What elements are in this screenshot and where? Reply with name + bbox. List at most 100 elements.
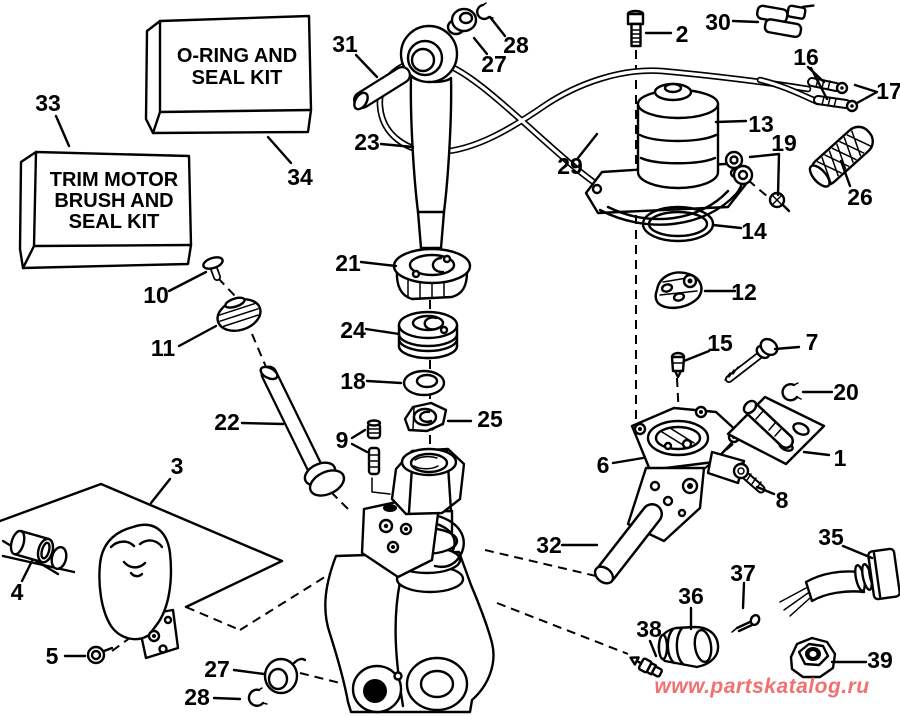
part-19-lever-link bbox=[724, 150, 791, 213]
trim-kit-label-line1: TRIM MOTOR bbox=[50, 169, 179, 191]
svg-text:16: 16 bbox=[793, 44, 819, 70]
callout-19: 19 bbox=[748, 130, 797, 197]
part-39-hex-nut bbox=[789, 636, 837, 679]
svg-text:8: 8 bbox=[776, 487, 789, 513]
part-15-bleed-screw bbox=[670, 351, 686, 379]
part-9-valve-set bbox=[366, 419, 391, 495]
callout-15: 15 bbox=[682, 330, 733, 363]
callout-28-upper: 28 bbox=[488, 15, 529, 58]
svg-text:36: 36 bbox=[678, 583, 704, 609]
part-35-trim-sender bbox=[779, 547, 900, 617]
svg-text:22: 22 bbox=[214, 409, 240, 435]
part-21-cylinder-end-cap bbox=[392, 247, 472, 301]
part-31-pivot-pin bbox=[353, 66, 411, 111]
svg-text:13: 13 bbox=[748, 111, 774, 137]
trim-kit-label-line3: SEAL KIT bbox=[69, 211, 160, 233]
callout-21: 21 bbox=[335, 250, 398, 276]
part-27-shaft-bushing bbox=[446, 7, 478, 36]
oring-kit-label-line1: O-RING AND bbox=[177, 45, 297, 67]
callout-11: 11 bbox=[151, 324, 218, 361]
svg-text:3: 3 bbox=[171, 453, 184, 479]
part-22-pump-rod bbox=[259, 365, 346, 497]
part-30-connector-plug bbox=[755, 4, 815, 39]
callout-24: 24 bbox=[340, 317, 401, 343]
part-cylinder-housing bbox=[324, 447, 495, 714]
svg-text:31: 31 bbox=[332, 31, 358, 57]
callout-34: 34 bbox=[266, 135, 313, 190]
part-13-trim-motor bbox=[584, 82, 748, 226]
callout-14: 14 bbox=[711, 218, 767, 244]
callout-16: 16 bbox=[793, 44, 829, 101]
svg-text:37: 37 bbox=[730, 560, 756, 586]
part-38-sender-pin bbox=[629, 656, 663, 678]
svg-text:33: 33 bbox=[35, 90, 61, 116]
part-4-bushing-set bbox=[1, 529, 76, 576]
callouts: 33 34 31 27 28 23 2 30 16 17 29 13 19 26… bbox=[11, 9, 900, 710]
part-5-cover-screw bbox=[86, 645, 114, 665]
callout-35: 35 bbox=[818, 524, 874, 560]
svg-text:27: 27 bbox=[204, 656, 230, 682]
svg-text:15: 15 bbox=[707, 330, 733, 356]
svg-text:20: 20 bbox=[833, 379, 859, 405]
svg-text:14: 14 bbox=[741, 218, 767, 244]
svg-text:24: 24 bbox=[340, 317, 366, 343]
svg-text:27: 27 bbox=[481, 51, 507, 77]
svg-text:18: 18 bbox=[340, 368, 366, 394]
oring-kit-label-line2: SEAL KIT bbox=[192, 67, 283, 89]
callout-25: 25 bbox=[446, 406, 503, 432]
part-16-wire-terminals bbox=[807, 77, 859, 113]
part-3-reservoir-cover-plate bbox=[0, 482, 284, 609]
part-32-tilt-rod bbox=[593, 503, 663, 585]
svg-text:28: 28 bbox=[184, 684, 210, 710]
svg-text:26: 26 bbox=[847, 184, 873, 210]
part-23-tilt-shaft bbox=[399, 24, 459, 266]
kit-box-oring-seal: O-RING AND SEAL KIT bbox=[144, 14, 313, 135]
callout-27-upper: 27 bbox=[472, 36, 507, 77]
part-18-washer bbox=[402, 369, 446, 397]
svg-text:23: 23 bbox=[354, 129, 380, 155]
callout-31: 31 bbox=[332, 31, 379, 79]
callout-22: 22 bbox=[214, 409, 285, 435]
svg-text:25: 25 bbox=[477, 406, 503, 432]
svg-text:38: 38 bbox=[636, 616, 662, 642]
kit-box-trim-motor-brush: TRIM MOTOR BRUSH AND SEAL KIT bbox=[18, 150, 193, 270]
part-25-lock-nut bbox=[403, 401, 448, 433]
trim-kit-label-line2: BRUSH AND bbox=[54, 190, 173, 212]
svg-text:9: 9 bbox=[336, 427, 349, 453]
svg-text:30: 30 bbox=[705, 9, 731, 35]
watermark-text: www.partskatalog.ru bbox=[654, 675, 869, 698]
callout-9: 9 bbox=[336, 427, 369, 454]
part-24-piston-spool bbox=[397, 310, 459, 360]
part-20-retaining-ring bbox=[781, 382, 802, 402]
svg-text:32: 32 bbox=[536, 532, 562, 558]
part-2-mounting-bolt bbox=[626, 9, 645, 48]
svg-text:11: 11 bbox=[151, 335, 176, 361]
callout-37: 37 bbox=[730, 560, 756, 610]
callout-20: 20 bbox=[801, 379, 859, 405]
part-37-cotter-pin bbox=[731, 613, 761, 633]
callout-38: 38 bbox=[636, 616, 662, 658]
svg-text:1: 1 bbox=[834, 445, 847, 471]
part-28-lower-snap-ring bbox=[247, 687, 268, 707]
callout-10: 10 bbox=[143, 270, 208, 308]
callout-36: 36 bbox=[678, 583, 704, 631]
callout-13: 13 bbox=[714, 111, 774, 137]
callout-39: 39 bbox=[830, 647, 893, 673]
callout-23: 23 bbox=[354, 129, 415, 155]
part-1-manifold-plate-kit bbox=[726, 395, 826, 466]
callout-8: 8 bbox=[755, 485, 789, 513]
part-26-heat-shrink-sleeve bbox=[808, 125, 874, 188]
callout-26: 26 bbox=[839, 159, 873, 210]
svg-text:10: 10 bbox=[143, 282, 169, 308]
part-10-reservoir-pin bbox=[202, 256, 224, 281]
svg-text:2: 2 bbox=[676, 21, 689, 47]
callout-7: 7 bbox=[773, 329, 818, 355]
callout-32: 32 bbox=[536, 532, 599, 558]
svg-text:12: 12 bbox=[731, 279, 757, 305]
part-12-pump-filter bbox=[654, 271, 703, 310]
callout-27-lower: 27 bbox=[204, 656, 266, 682]
svg-text:5: 5 bbox=[46, 643, 59, 669]
svg-text:34: 34 bbox=[287, 164, 313, 190]
